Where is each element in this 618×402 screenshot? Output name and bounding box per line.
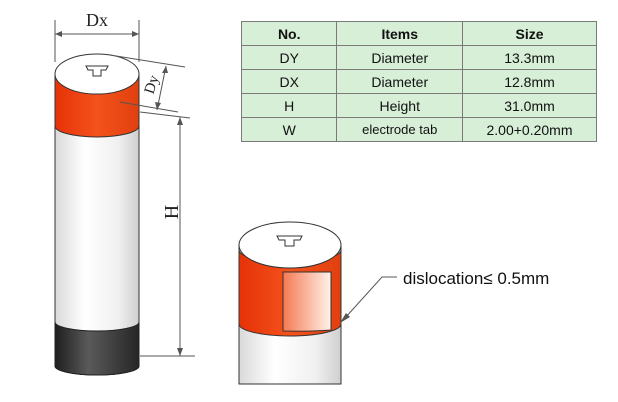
cell-size: 13.3mm [462, 45, 597, 70]
cell-item: Diameter [336, 45, 463, 70]
cell-size: 2.00+0.20mm [462, 117, 597, 142]
header-items: Items [336, 21, 463, 46]
cell-size: 12.8mm [462, 69, 597, 94]
cylinder-bottom-band [54, 321, 140, 376]
cell-item: Diameter [336, 69, 463, 94]
header-size: Size [462, 21, 597, 46]
cell-no: DY [240, 45, 338, 70]
dislocation-callout: dislocation≤ 0.5mm [340, 269, 549, 323]
electrode-tab-overlap [282, 271, 332, 332]
detail-electrode-tab-icon [276, 235, 303, 247]
cell-item: Height [336, 93, 463, 118]
table-row: DX Diameter 12.8mm [240, 69, 597, 94]
dx-dimension: Dx [54, 10, 140, 62]
dislocation-label: dislocation≤ 0.5mm [403, 269, 549, 288]
electrode-tab-icon [85, 65, 109, 77]
cylinder-detail [238, 221, 342, 385]
dy-dimension: Dy [109, 54, 186, 113]
spec-table: No. Items Size DY Diameter 13.3mm DX Dia… [240, 21, 597, 142]
table-row: H Height 31.0mm [240, 93, 597, 118]
cell-no: DX [240, 69, 338, 94]
dx-label: Dx [86, 10, 108, 30]
cell-no: W [240, 117, 338, 142]
table-row: DY Diameter 13.3mm [240, 45, 597, 70]
table-row: W electrode tab 2.00+0.20mm [240, 117, 597, 142]
header-no: No. [240, 21, 338, 46]
h-label: H [161, 205, 183, 219]
cell-no: H [240, 93, 338, 118]
spec-table-header-row: No. Items Size [240, 21, 597, 46]
cell-size: 31.0mm [462, 93, 597, 118]
cell-item: electrode tab [336, 117, 463, 142]
dy-label: Dy [142, 73, 163, 96]
cylinder-full [54, 53, 140, 376]
h-dimension: H [139, 111, 195, 357]
